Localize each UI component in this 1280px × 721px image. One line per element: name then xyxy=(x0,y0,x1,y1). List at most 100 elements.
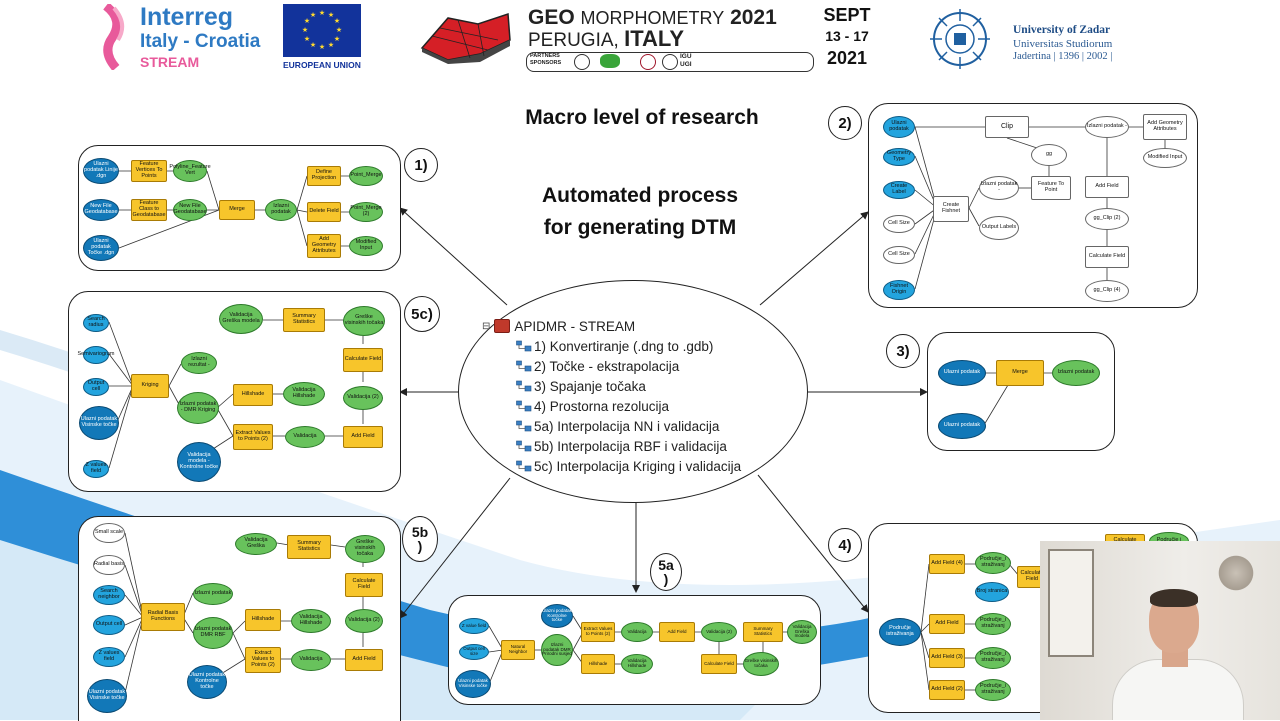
m5a-tool-calc[interactable]: Calculate Field xyxy=(701,654,737,674)
m5c-out-greske[interactable]: Greške visinskih točaka xyxy=(343,306,385,336)
m5c-out-val[interactable]: Validacija xyxy=(285,426,325,448)
m5a-tool-extract[interactable]: Extract Values to Points (2) xyxy=(581,622,615,642)
m4-out-1[interactable]: Područje_i straživanj xyxy=(975,552,1011,574)
m1-out-pointmerge2[interactable]: Point_Merge (2) xyxy=(349,202,383,222)
toolbox-root[interactable]: ⊟ APIDMR - STREAM xyxy=(482,316,741,336)
m2-out-modified[interactable]: Modified Input xyxy=(1143,148,1187,168)
m5b-out-valhill[interactable]: Validacija Hillshade xyxy=(291,609,331,633)
m4-tool-af3[interactable]: Add Field (3) xyxy=(929,648,965,668)
m2-input-origin[interactable]: Fishnet Origin xyxy=(883,280,915,300)
m2-out-izlazni2[interactable]: Izlazni podatak - xyxy=(979,176,1019,200)
m5a-tool-sumstat[interactable]: Summary Statistics xyxy=(743,622,783,642)
m1-input-points[interactable]: Ulazni podatak Točke .dgn xyxy=(83,235,119,261)
collapse-icon[interactable]: ⊟ xyxy=(482,320,491,332)
m4-out-2[interactable]: Područje_i straživanj xyxy=(975,613,1011,635)
m5b-tool-calc[interactable]: Calculate Field xyxy=(345,573,383,597)
m2-out-ggclip4[interactable]: gg_Clip (4) xyxy=(1085,280,1129,302)
m5b-out-dmrrbf[interactable]: Izlazni podatak DMR RBF xyxy=(193,617,233,649)
m1-tool-defproj[interactable]: Define Projection xyxy=(307,166,341,186)
m5a-tool-nn[interactable]: Natural Neighbor xyxy=(501,640,535,660)
m5c-input-points[interactable]: Ulazni podatak Visinske točke xyxy=(79,406,119,440)
m4-tool-calc[interactable]: Calculate Field xyxy=(1017,566,1047,588)
m2-tool-clip[interactable]: Clip xyxy=(985,116,1029,138)
m5c-tool-kriging[interactable]: Kriging xyxy=(131,374,169,398)
m3-input-2[interactable]: Ulazni podatak xyxy=(938,413,986,439)
m2-tool-addgeo[interactable]: Add Geometry Attributes xyxy=(1143,114,1187,140)
m2-input-cellsize1[interactable]: Cell Size xyxy=(883,215,915,233)
m5c-input-radius[interactable]: Search radius xyxy=(83,314,109,332)
m5a-out-val2[interactable]: Validacija (2) xyxy=(701,622,737,642)
m5c-out-valhill[interactable]: Validacija Hillshade xyxy=(283,382,325,406)
toolbox-model-item[interactable]: 4) Prostorna rezolucija xyxy=(516,396,741,416)
m4-out-4[interactable]: Područje_i straživanj xyxy=(975,679,1011,701)
m5b-input-search[interactable]: Search neighbor xyxy=(93,585,125,605)
m1-out-pointmerge[interactable]: Point_Merge xyxy=(349,166,383,186)
m1-tool-delfield[interactable]: Delete Field xyxy=(307,202,341,222)
m2-tool-calc[interactable]: Calculate Field xyxy=(1085,246,1129,268)
m5c-tool-addfield[interactable]: Add Field xyxy=(343,426,383,448)
m1-tool-addgeo[interactable]: Add Geometry Attributes xyxy=(307,234,341,258)
m5b-input-ocell[interactable]: Output cell xyxy=(93,615,125,635)
toolbox-model-item[interactable]: 5a) Interpolacija NN i validacija xyxy=(516,416,741,436)
m2-tool-fishnet[interactable]: Create Fishnet xyxy=(933,196,969,222)
m4-input-broj[interactable]: Broj stranica xyxy=(975,582,1009,602)
m3-tool-merge[interactable]: Merge xyxy=(996,360,1044,386)
m4-out-3[interactable]: Područje_i straživanj xyxy=(975,647,1011,669)
m5b-out-val[interactable]: Validacija xyxy=(291,649,331,671)
toolbox-model-item[interactable]: 5c) Interpolacija Kriging i validacija xyxy=(516,456,741,476)
m2-out-izlazni1[interactable]: Izlazni podatak - xyxy=(1085,116,1129,138)
m5c-out-dmr[interactable]: Izlazni podatak - DMR Kriging xyxy=(177,392,219,424)
m5b-tool-sumstat[interactable]: Summary Statistics xyxy=(287,535,331,559)
m4-tool-af[interactable]: Add Field xyxy=(929,614,965,634)
m2-input-ulazni[interactable]: Ulazni podatak xyxy=(883,116,915,138)
m2-tool-addfield[interactable]: Add Field xyxy=(1085,176,1129,198)
m5a-input-ocs[interactable]: Output cell size xyxy=(459,644,489,660)
m2-out-ggclip2[interactable]: gg_Clip (2) xyxy=(1085,208,1129,230)
m1-out-polyline[interactable]: Polyline_Feature Vert xyxy=(169,160,211,182)
m5c-tool-calc[interactable]: Calculate Field xyxy=(343,348,383,372)
m5c-input-semi[interactable]: Semivariogram xyxy=(78,346,115,364)
m1-tool-vertices[interactable]: Feature Vertices To Points xyxy=(131,160,167,182)
m2-input-cellsize2[interactable]: Cell Size xyxy=(883,246,915,264)
m5b-tool-extract[interactable]: Extract Values to Points (2) xyxy=(245,647,281,673)
m2-out-gg[interactable]: gg xyxy=(1031,144,1067,166)
m1-tool-merge[interactable]: Merge xyxy=(219,200,255,220)
m5a-out-valhill[interactable]: Validacija Hillshade xyxy=(621,654,653,674)
m5b-input-radial[interactable]: Radial basis xyxy=(93,555,125,575)
m4-tool-af2[interactable]: Add Field (2) xyxy=(929,680,965,700)
m4-input[interactable]: Područje istraživanja xyxy=(879,618,921,646)
m5b-out-izlazni[interactable]: Izlazni podatak xyxy=(193,583,233,605)
m5c-out-val2[interactable]: Validacija (2) xyxy=(343,386,383,410)
m5b-input-control[interactable]: Ulazni podatak Kontrolne točke xyxy=(187,665,227,699)
m5a-tool-hillshade[interactable]: Hillshade xyxy=(581,654,615,674)
m5b-tool-hillshade[interactable]: Hillshade xyxy=(245,609,281,631)
m5c-out-valg[interactable]: Validacija Greška modela xyxy=(219,304,263,334)
m1-tool-fc2gdb[interactable]: Feature Class to Geodatabase xyxy=(131,199,167,221)
m5b-out-greske[interactable]: Greške visinskih točaka xyxy=(345,535,385,563)
m5c-input-zval[interactable]: Z values field xyxy=(83,460,109,478)
m5a-tool-addfield[interactable]: Add Field xyxy=(659,622,695,642)
m5a-input-zval[interactable]: Z value field xyxy=(459,618,489,634)
m5c-out-rezultat[interactable]: Izlazni rezultat - xyxy=(181,352,217,374)
m5c-input-ocell[interactable]: Output cell xyxy=(83,378,109,396)
m1-out-izlazni[interactable]: Izlazni podatak xyxy=(265,199,297,221)
m1-input-lines[interactable]: Ulazni podatak Linije .dgn xyxy=(83,158,119,184)
m5b-input-smallscale[interactable]: Small scale xyxy=(93,523,125,543)
m5c-tool-hillshade[interactable]: Hillshade xyxy=(233,384,273,406)
m2-input-geomtype[interactable]: Geometry Type xyxy=(883,148,915,166)
m5c-input-control[interactable]: Validacija modela - Kontrolne točke xyxy=(177,442,221,482)
m3-input-1[interactable]: Ulazni podatak xyxy=(938,360,986,386)
m5a-out-dmr[interactable]: Izlazni podatak DMR Prirodni susjed xyxy=(541,634,573,666)
m1-out-gdb[interactable]: New File Geodatabase xyxy=(173,199,207,221)
toolbox-model-item[interactable]: 2) Točke - ekstrapolacija xyxy=(516,356,741,376)
m5a-out-val[interactable]: Validacija xyxy=(621,622,653,642)
m2-tool-ftp[interactable]: Feature To Point xyxy=(1031,176,1071,200)
m2-out-labels[interactable]: Output Labels xyxy=(979,216,1019,240)
toolbox-model-item[interactable]: 5b) Interpolacija RBF i validacija xyxy=(516,436,741,456)
m5b-input-zval[interactable]: Z values field xyxy=(93,647,125,667)
m2-input-label[interactable]: Create Label xyxy=(883,181,915,199)
m5b-tool-addfield[interactable]: Add Field xyxy=(345,649,383,671)
m3-out[interactable]: Izlazni podatak xyxy=(1052,360,1100,386)
toolbox-model-item[interactable]: 1) Konvertiranje (.dng to .gdb) xyxy=(516,336,741,356)
m5a-input-points[interactable]: Ulazni podatak Visinske točke xyxy=(455,670,491,698)
